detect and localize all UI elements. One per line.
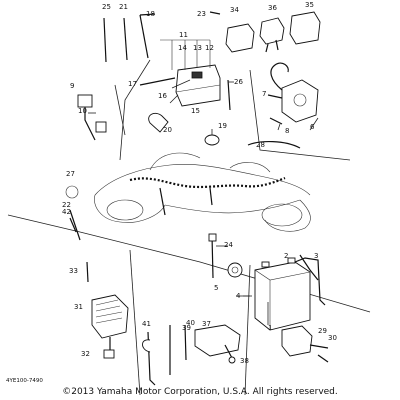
callout-9: 9: [70, 82, 74, 90]
callout-21: 21: [119, 3, 128, 11]
callout-4: 4: [236, 292, 241, 300]
callout-31: 31: [74, 303, 83, 311]
rectifier-relay: [281, 325, 329, 363]
callout-19: 19: [218, 122, 227, 130]
mounting-bracket: [139, 77, 176, 86]
main-wire-harness: [129, 176, 286, 189]
callout-37: 37: [202, 320, 211, 328]
bolt: [69, 209, 81, 241]
drawing-code: 4YE100-7490: [6, 378, 43, 384]
bolt: [269, 117, 283, 125]
callout-41: 41: [142, 320, 151, 328]
clamp-band: [142, 339, 151, 353]
callout-15: 15: [191, 107, 200, 115]
bolt: [86, 261, 89, 283]
starter-motor-lead: [194, 324, 241, 364]
bolt: [69, 217, 77, 233]
callout-18: 18: [146, 10, 155, 18]
starter-relay: [270, 62, 319, 123]
callout-8: 8: [285, 127, 289, 135]
ignitor-unit: [175, 64, 221, 107]
callout-42: 42: [62, 208, 71, 216]
callout-17: 17: [128, 80, 137, 88]
bolt: [139, 14, 149, 59]
callout-33: 33: [69, 267, 78, 275]
turn-signal-relay: [259, 17, 285, 53]
lead-connector: [208, 233, 217, 242]
harness-branch: [209, 187, 213, 206]
callout-3: 3: [314, 252, 318, 260]
wire-band: [247, 141, 301, 149]
callout-32: 32: [81, 350, 90, 358]
callout-13: 13: [193, 44, 202, 52]
callout-30: 30: [328, 334, 337, 342]
battery-band: [294, 257, 326, 306]
callout-20: 20: [163, 126, 172, 134]
bolt: [123, 17, 128, 61]
callout-26: 26: [234, 78, 243, 86]
harness-branch: [159, 187, 166, 216]
battery-cable: [299, 254, 319, 281]
motorcycle-outline: [94, 152, 311, 232]
callout-10: 10: [78, 107, 87, 115]
callout-1: 1: [268, 324, 272, 332]
callout-35: 35: [305, 1, 314, 9]
callout-24: 24: [224, 241, 233, 249]
callout-36: 36: [268, 4, 277, 12]
bolt: [184, 324, 187, 361]
callout-numbers: 1 2 3 4 5 6 7 8 9 10 11 12 13 14 15 16 1…: [62, 1, 337, 365]
sidestand-switch: [77, 94, 107, 141]
headlight-relay: [289, 11, 321, 45]
clip: [139, 13, 156, 16]
fuse-holder: [227, 262, 243, 278]
callout-28: 28: [256, 141, 265, 149]
battery: [254, 257, 311, 331]
rectifier-regulator: [91, 294, 129, 359]
callout-14: 14: [178, 44, 187, 52]
region-dividers: [7, 59, 371, 396]
callout-27: 27: [66, 170, 75, 178]
callout-39: 39: [182, 324, 191, 332]
plug-lead: [227, 79, 231, 111]
callout-6: 6: [310, 123, 315, 131]
wire-band: [65, 185, 79, 199]
grommet: [204, 134, 220, 146]
wire-clamp: [148, 112, 169, 133]
bolt: [209, 11, 221, 15]
callout-23: 23: [197, 10, 206, 18]
callout-40: 40: [186, 319, 195, 327]
callout-16: 16: [158, 92, 167, 100]
lead-wire: [211, 234, 214, 279]
callout-7: 7: [262, 90, 266, 98]
callout-25: 25: [102, 3, 111, 11]
callout-12: 12: [205, 44, 214, 52]
bolt: [103, 17, 107, 63]
callout-34: 34: [230, 6, 239, 14]
callout-22: 22: [62, 201, 71, 209]
callout-11: 11: [179, 31, 188, 39]
callout-2: 2: [284, 252, 288, 260]
leader-lines: [88, 79, 319, 325]
bolt: [267, 94, 283, 99]
copyright-notice: ©2013 Yamaha Motor Corporation, U.S.A. A…: [62, 387, 338, 397]
callout-bracket: [160, 39, 211, 70]
flasher-relay: [225, 23, 255, 53]
callout-38: 38: [240, 357, 249, 365]
callout-29: 29: [318, 327, 327, 335]
callout-5: 5: [214, 284, 218, 292]
